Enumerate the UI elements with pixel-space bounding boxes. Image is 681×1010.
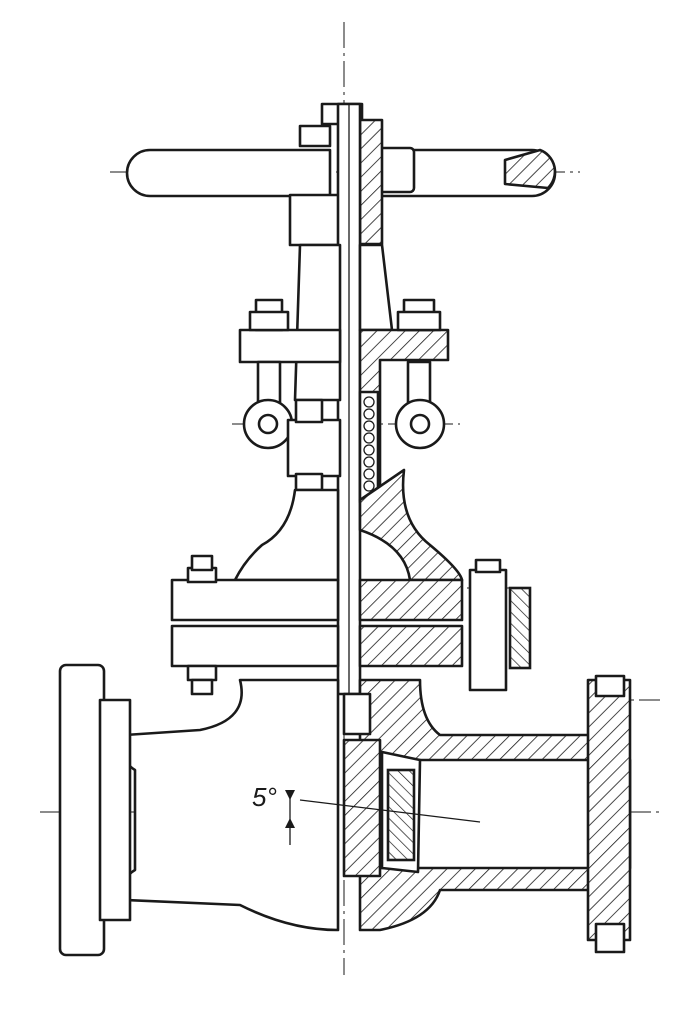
handwheel <box>125 102 557 247</box>
yoke-bolts <box>242 298 446 492</box>
gate-wedge <box>342 692 422 878</box>
valve-body-left <box>58 663 340 957</box>
bonnet <box>233 468 464 582</box>
packing-gland <box>358 390 380 504</box>
angle-annotation: 5° <box>252 782 481 845</box>
angle-label: 5° <box>252 782 277 812</box>
body-flange <box>170 554 532 696</box>
